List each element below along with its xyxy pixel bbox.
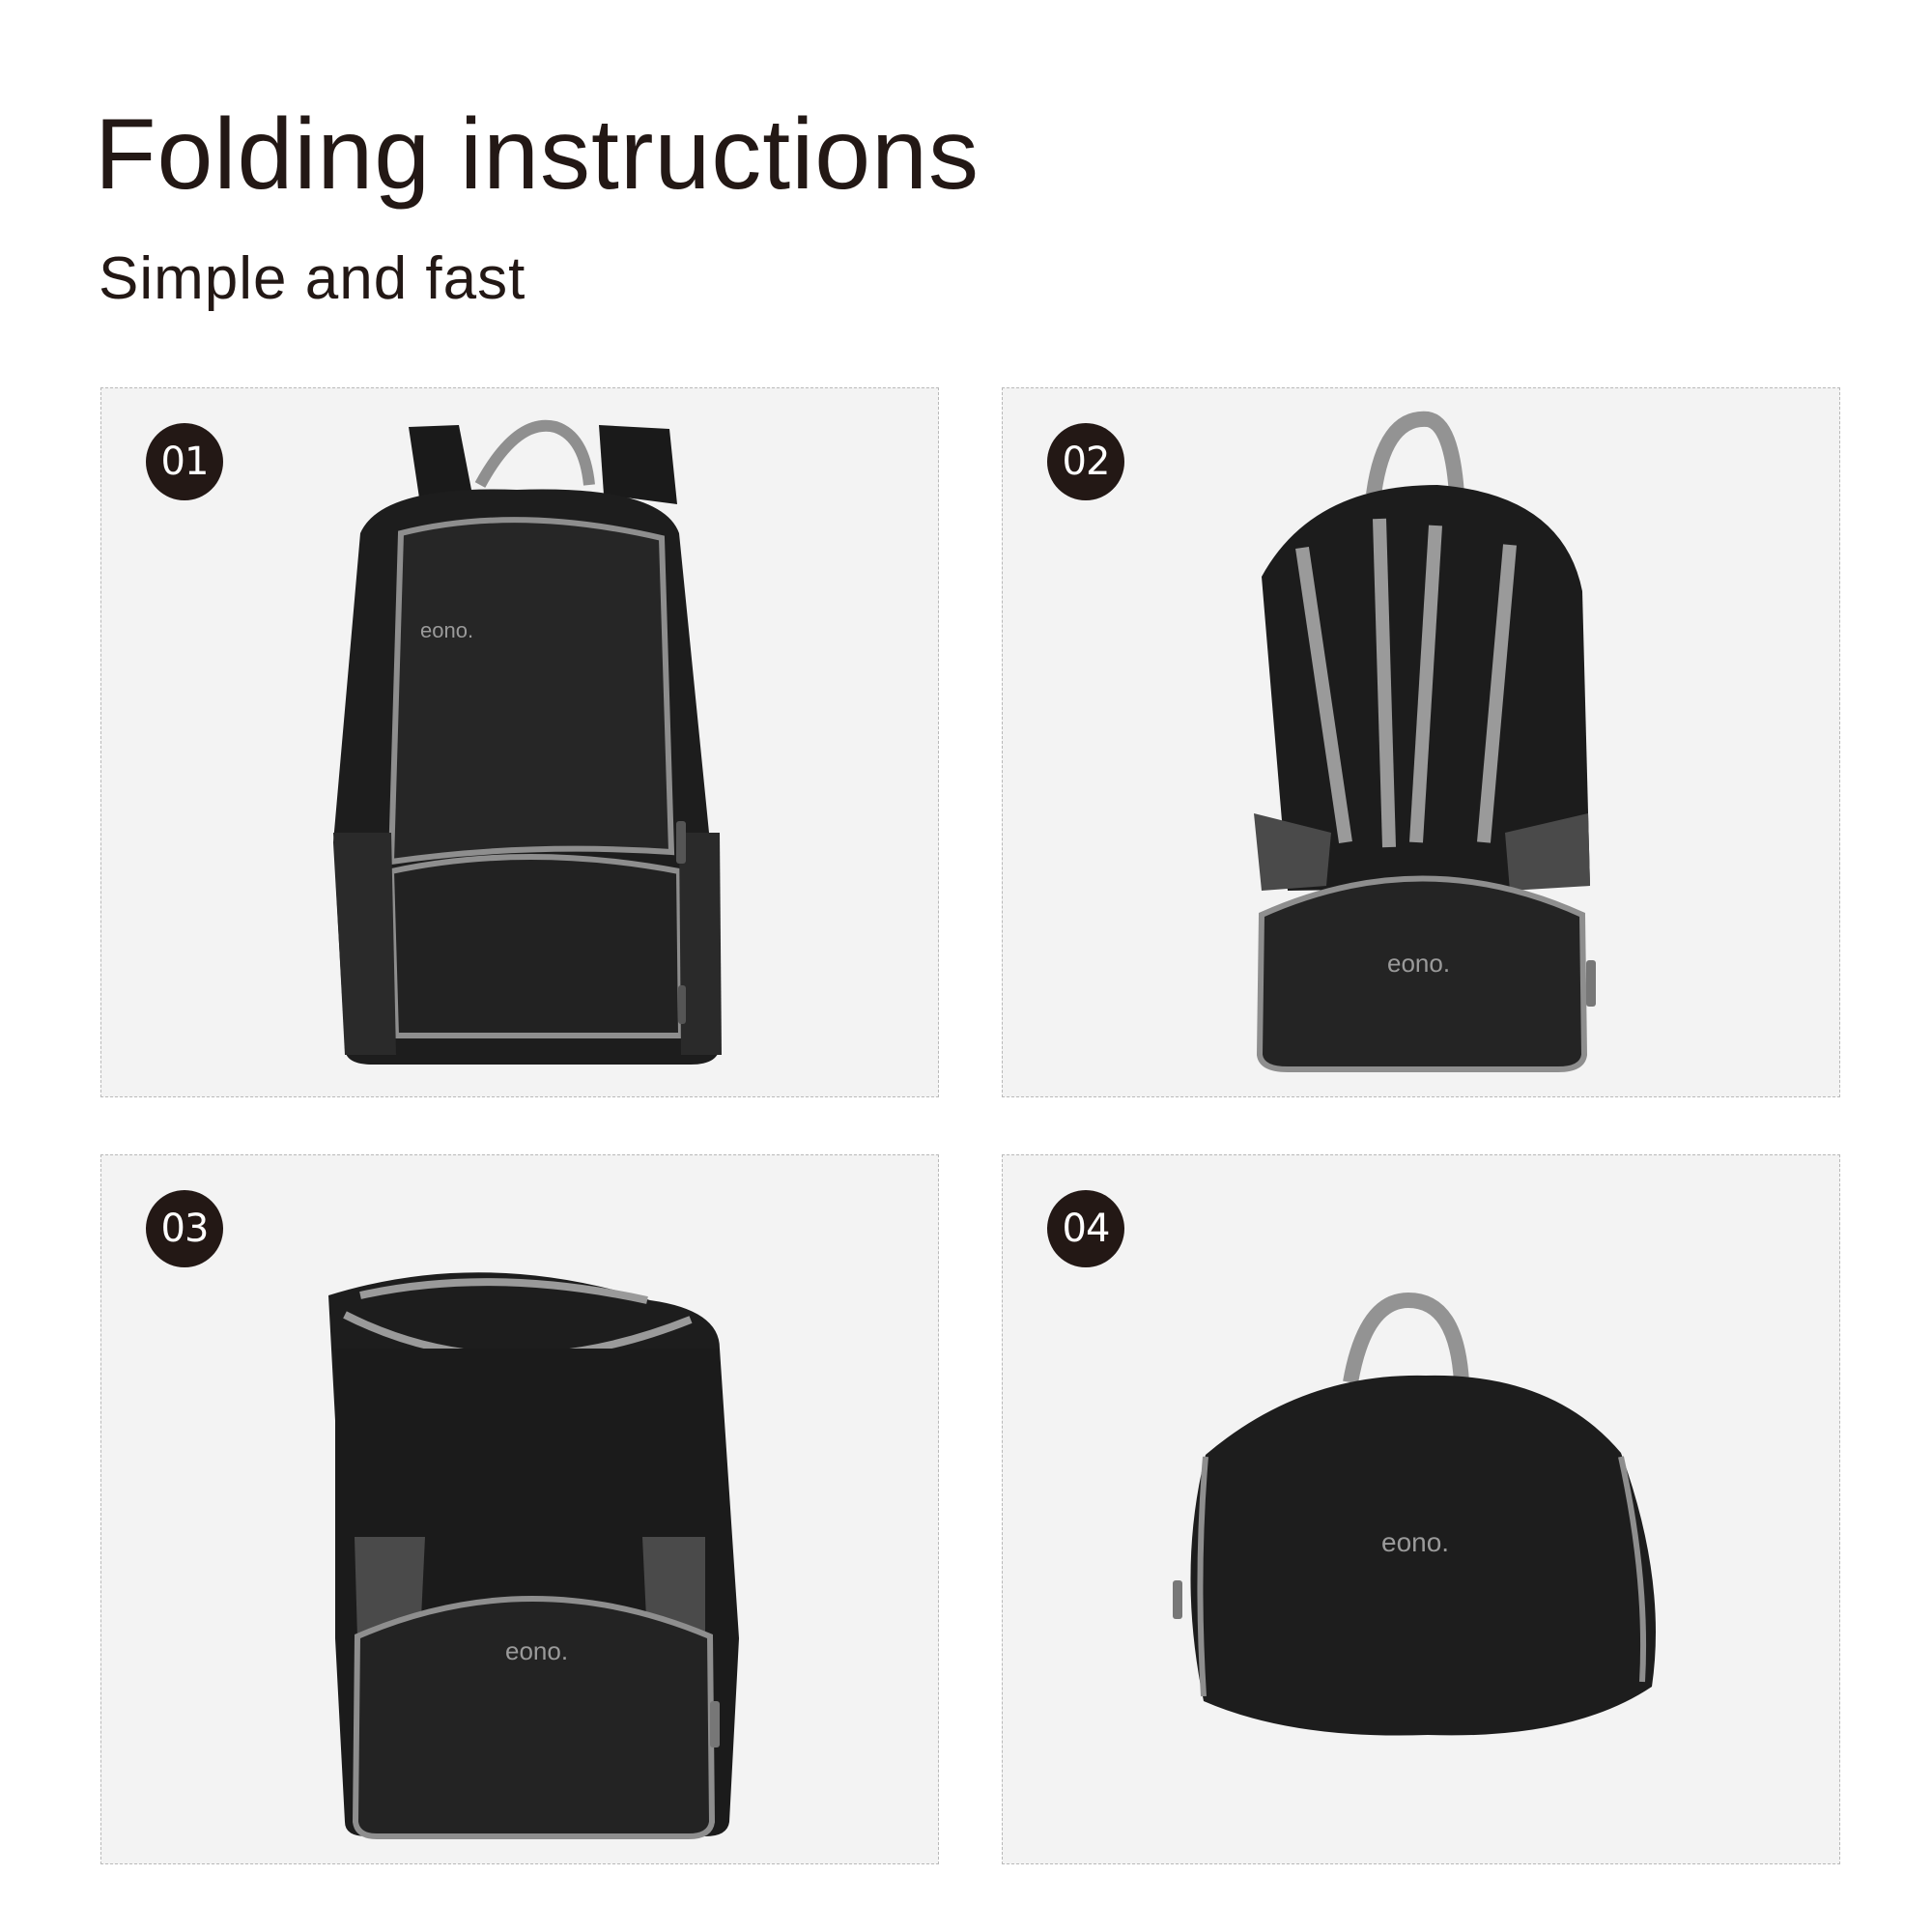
page-subtitle: Simple and fast bbox=[99, 245, 526, 312]
page-title: Folding instructions bbox=[95, 99, 980, 211]
brand-logo: eono. bbox=[1387, 949, 1450, 978]
brand-logo: eono. bbox=[420, 618, 473, 642]
step-number-badge: 01 bbox=[146, 423, 223, 500]
step-number-badge: 04 bbox=[1047, 1190, 1124, 1267]
backpack-rolled-photo: eono. bbox=[328, 1272, 739, 1839]
step-number-badge: 03 bbox=[146, 1190, 223, 1267]
step-number-badge: 02 bbox=[1047, 423, 1124, 500]
step-panel-04: eono. 04 bbox=[1002, 1154, 1840, 1864]
step-panel-03: eono. 03 bbox=[100, 1154, 939, 1864]
backpack-packed-photo: eono. bbox=[1173, 1292, 1656, 1736]
backpack-unfolded-photo: eono. bbox=[333, 419, 722, 1065]
step-panel-02: eono. 02 bbox=[1002, 387, 1840, 1097]
brand-logo: eono. bbox=[1381, 1527, 1449, 1557]
backpack-flipped-photo: eono. bbox=[1254, 411, 1596, 1072]
brand-logo: eono. bbox=[505, 1636, 568, 1665]
step-panel-01: eono. 01 bbox=[100, 387, 939, 1097]
